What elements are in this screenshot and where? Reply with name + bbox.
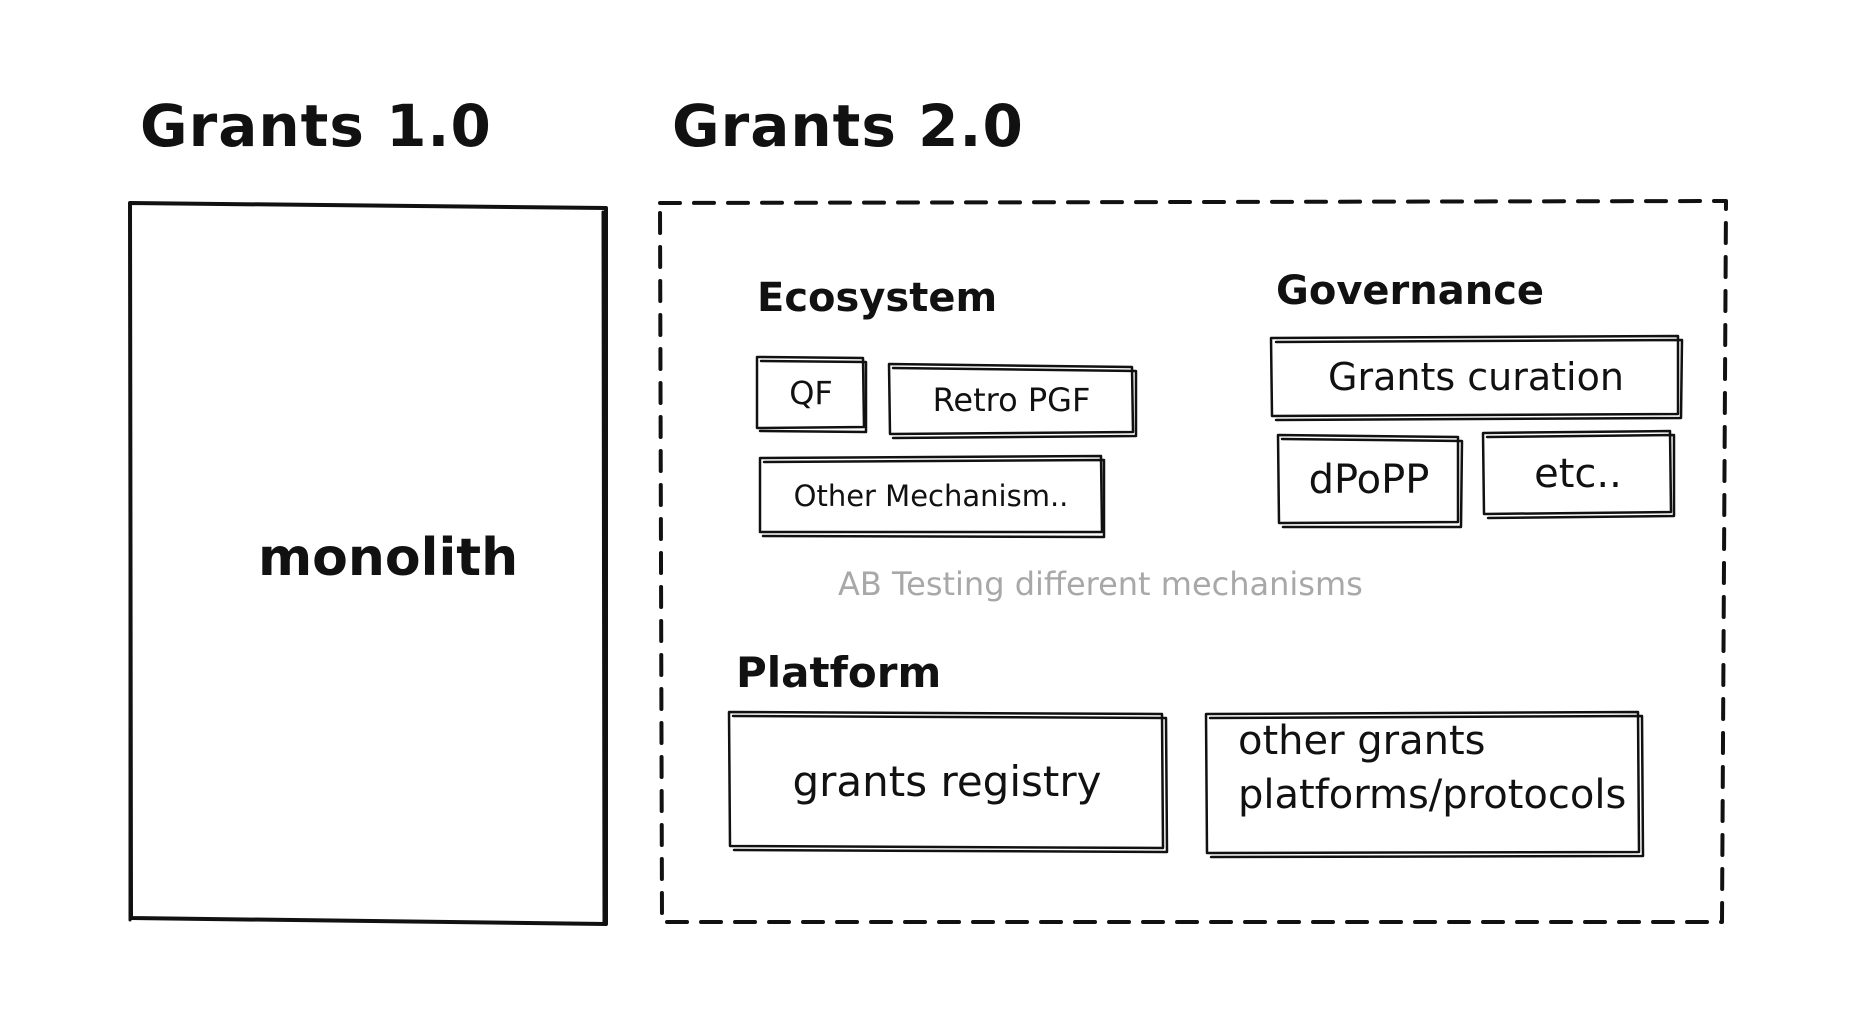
grants1-title: Grants 1.0: [140, 92, 492, 160]
ab-testing-note: AB Testing different mechanisms: [838, 565, 1363, 603]
monolith-box: [128, 201, 608, 926]
grants-registry-box: [727, 710, 1169, 854]
other-mechanism-label: Other Mechanism..: [793, 479, 1069, 513]
qf-box: [755, 355, 868, 434]
platform-title: Platform: [736, 648, 942, 697]
grants2-container: [658, 199, 1728, 924]
dpopp-box: [1276, 433, 1464, 529]
retro-pgf-box: [887, 362, 1138, 440]
qf-label: QF: [789, 374, 833, 412]
monolith-label: monolith: [258, 528, 519, 588]
grants2-title: Grants 2.0: [672, 92, 1024, 160]
etc-label: etc..: [1534, 451, 1622, 497]
dpopp-label: dPoPP: [1308, 457, 1430, 503]
grants-curation-label: Grants curation: [1328, 355, 1624, 399]
other-platforms-line1: other grants: [1238, 718, 1486, 764]
etc-box: [1481, 429, 1676, 520]
grants-curation-box: [1269, 334, 1684, 422]
grants-registry-label: grants registry: [792, 756, 1102, 806]
other-platforms-line2: platforms/protocols: [1238, 772, 1627, 818]
retro-pgf-label: Retro PGF: [932, 381, 1091, 419]
governance-title: Governance: [1276, 268, 1545, 314]
ecosystem-title: Ecosystem: [757, 275, 998, 321]
other-platforms-box: [1204, 710, 1645, 859]
other-mechanism-box: [758, 454, 1106, 539]
